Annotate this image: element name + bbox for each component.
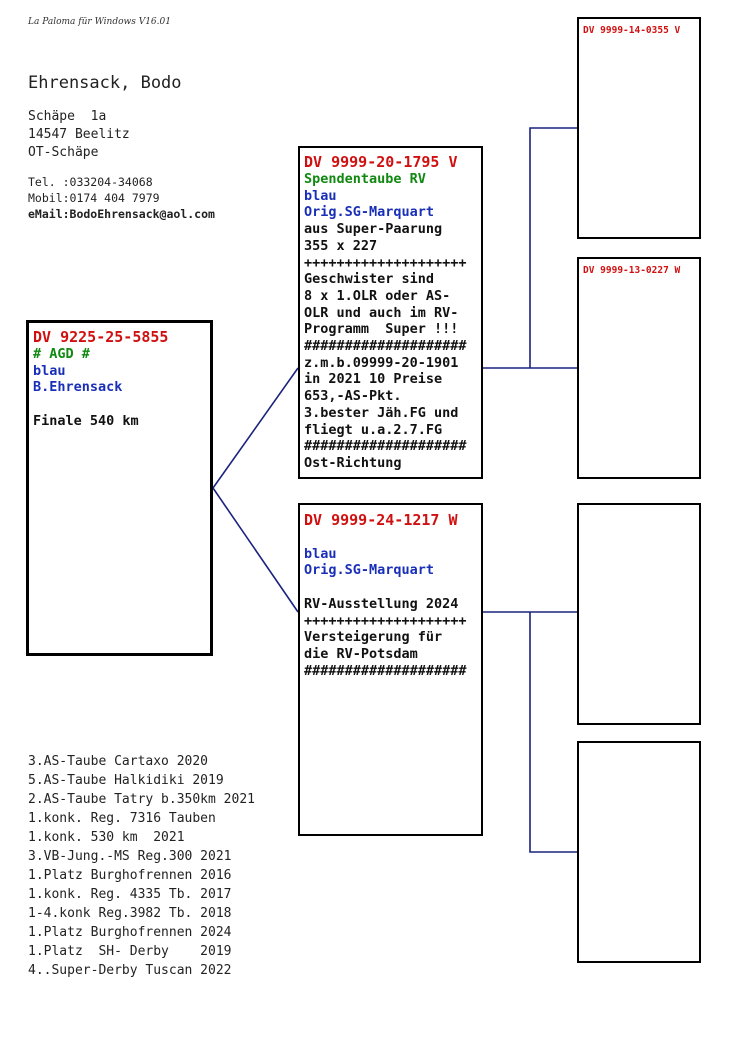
grandsire-paternal-card[interactable]: DV 9999-14-0355 V <box>577 17 701 239</box>
grandsire-maternal-card[interactable] <box>577 503 701 725</box>
main-pigeon-breeder: B.Ehrensack <box>33 379 123 396</box>
sire-ring-number: DV 9999-20-1795 V <box>304 154 458 171</box>
dam-ring-number: DV 9999-24-1217 W <box>304 512 458 529</box>
phone-text: Tel. :033204-34068 <box>28 175 153 189</box>
achievement-item: 1.konk. Reg. 4335 Tb. 2017 <box>28 887 232 902</box>
sire-note-line: OLR und auch im RV- <box>304 304 459 321</box>
sire-note-line: 3.bester Jäh.FG und <box>304 404 459 421</box>
owner-name: Ehrensack, Bodo <box>28 73 182 93</box>
sire-note-line: fliegt u.a.2.7.FG <box>304 421 443 438</box>
dam-note-line: die RV-Potsdam <box>304 645 418 662</box>
achievement-item: 1.Platz SH- Derby 2019 <box>28 944 232 959</box>
dam-note-line: #################### <box>304 662 467 679</box>
dam-spacer <box>304 529 481 546</box>
sire-color: blau <box>304 187 337 204</box>
sire-note-line: 653,-AS-Pkt. <box>304 388 402 405</box>
main-pigeon-spacer <box>33 396 210 413</box>
sire-note-line: in 2021 10 Preise <box>304 371 443 388</box>
sire-note-line: Geschwister sind <box>304 271 435 288</box>
address-line: 14547 Beelitz <box>28 127 130 142</box>
main-pigeon-card[interactable]: DV 9225-25-5855 # AGD # blau B.Ehrensack… <box>26 320 213 656</box>
main-ring-number: DV 9225-25-5855 <box>33 329 169 346</box>
grandparent-ring-number: DV 9999-13-0227 W <box>583 265 681 276</box>
achievement-item: 3.VB-Jung.-MS Reg.300 2021 <box>28 849 232 864</box>
sire-note-line: 355 x 227 <box>304 237 378 254</box>
dam-spacer <box>304 579 481 596</box>
sire-note-line: Programm Super !!! <box>304 321 459 338</box>
achievement-item: 1.Platz Burghofrennen 2016 <box>28 868 232 883</box>
sire-note-line: 8 x 1.OLR oder AS- <box>304 287 451 304</box>
sire-card[interactable]: DV 9999-20-1795 V Spendentaube RV blau O… <box>298 146 483 479</box>
dam-note-line: RV-Ausstellung 2024 <box>304 595 459 612</box>
app-title: La Paloma für Windows V16.01 <box>28 17 171 27</box>
achievement-item: 3.AS-Taube Cartaxo 2020 <box>28 754 209 769</box>
achievement-item: 4..Super-Derby Tuscan 2022 <box>28 963 232 978</box>
mobile-text: Mobil:0174 404 7979 <box>28 191 160 205</box>
sire-note-line: z.m.b.09999-20-1901 <box>304 354 459 371</box>
sire-note-line: ++++++++++++++++++++ <box>304 254 467 271</box>
dam-note-line: ++++++++++++++++++++ <box>304 612 467 629</box>
sire-note-line: aus Super-Paarung <box>304 221 443 238</box>
main-pigeon-color: blau <box>33 362 66 379</box>
dam-color: blau <box>304 545 337 562</box>
achievement-item: 1.Platz Burghofrennen 2024 <box>28 925 232 940</box>
address-line: Schäpe 1a <box>28 109 107 124</box>
granddam-maternal-card[interactable] <box>577 741 701 963</box>
connector-dam-grandparents <box>483 611 577 853</box>
dam-breeder: Orig.SG-Marquart <box>304 562 435 579</box>
achievement-item: 1.konk. 530 km 2021 <box>28 830 185 845</box>
main-pigeon-name: # AGD # <box>33 346 90 362</box>
connector-main-sire <box>212 367 299 489</box>
grandparent-ring-number: DV 9999-14-0355 V <box>583 25 681 36</box>
address-line: OT-Schäpe <box>28 145 99 160</box>
achievement-item: 5.AS-Taube Halkidiki 2019 <box>28 773 224 788</box>
sire-name: Spendentaube RV <box>304 171 426 187</box>
connector-main-dam <box>212 487 299 613</box>
achievement-item: 1-4.konk Reg.3982 Tb. 2018 <box>28 906 232 921</box>
dam-card[interactable]: DV 9999-24-1217 W blau Orig.SG-Marquart … <box>298 503 483 836</box>
sire-note-line: #################### <box>304 338 467 355</box>
email-link[interactable]: eMail:BodoEhrensack@aol.com <box>28 207 215 221</box>
connector-sire-grandparents <box>483 127 577 369</box>
main-pigeon-note: Finale 540 km <box>33 412 139 429</box>
sire-breeder: Orig.SG-Marquart <box>304 204 435 221</box>
granddam-paternal-card[interactable]: DV 9999-13-0227 W <box>577 257 701 479</box>
dam-note-line: Versteigerung für <box>304 629 443 646</box>
achievement-item: 2.AS-Taube Tatry b.350km 2021 <box>28 792 255 807</box>
sire-note-line: #################### <box>304 438 467 455</box>
achievement-item: 1.konk. Reg. 7316 Tauben <box>28 811 216 826</box>
sire-note-line: Ost-Richtung <box>304 454 402 471</box>
achievements-list: 3.AS-Taube Cartaxo 2020 5.AS-Taube Halkid… <box>28 752 255 980</box>
